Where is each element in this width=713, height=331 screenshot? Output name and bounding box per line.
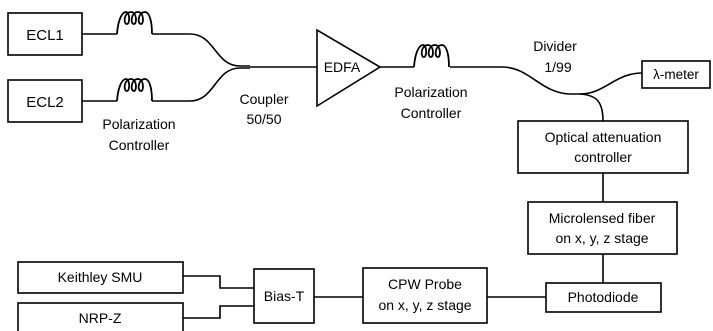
wire-biast-to-smu xyxy=(183,275,254,289)
wavemeter-box: λ-meter xyxy=(641,60,711,89)
keithley-smu-box: Keithley SMU xyxy=(17,261,184,294)
edfa-label: EDFA xyxy=(324,59,361,75)
ecl2-box: ECL2 xyxy=(7,79,83,123)
fiber-coil3-to-divider xyxy=(450,66,580,95)
ecl1-box: ECL1 xyxy=(7,12,83,56)
polarization-controller-2-label-line1: Polarization xyxy=(394,84,467,100)
fiber-divider-to-wavemeter xyxy=(579,72,643,95)
ecl1-label: ECL1 xyxy=(26,27,64,44)
amplifier-triangle-icon: EDFA xyxy=(316,28,382,108)
bias-t-box: Bias-T xyxy=(253,268,315,324)
wavemeter-label: λ-meter xyxy=(653,67,699,82)
ecl2-label: ECL2 xyxy=(26,94,64,111)
cpw-probe-label-line2: on x, y, z stage xyxy=(378,297,471,313)
fiber-coil-icon xyxy=(116,78,153,102)
polarization-controller-1-label-line1: Polarization xyxy=(102,116,175,132)
cpw-probe-box: CPW Probe on x, y, z stage xyxy=(362,267,488,324)
attenuator-label-line2: controller xyxy=(574,149,632,165)
nrp-z-label: NRP-Z xyxy=(79,310,122,326)
coupler-label-line1: Coupler xyxy=(239,91,288,107)
polarization-controller-1-label-line2: Controller xyxy=(109,137,170,153)
polarization-controller-2-label-line2: Controller xyxy=(401,105,462,121)
divider-label-line1: Divider xyxy=(533,38,577,54)
optical-fiber-paths xyxy=(82,33,643,283)
attenuator-box: Optical attenuation controller xyxy=(517,120,689,174)
bias-t-label: Bias-T xyxy=(264,288,305,304)
coupler-label-line2: 50/50 xyxy=(246,111,281,127)
photodiode-box: Photodiode xyxy=(545,282,662,313)
microlensed-fiber-label-line2: on x, y, z stage xyxy=(555,230,648,246)
electrical-paths xyxy=(183,275,546,319)
cpw-probe-label-line1: CPW Probe xyxy=(388,276,462,292)
microlensed-fiber-label-line1: Microlensed fiber xyxy=(549,210,656,226)
fiber-coil-icon xyxy=(116,11,153,35)
microlensed-fiber-box: Microlensed fiber on x, y, z stage xyxy=(527,201,678,255)
fiber-coil1-to-coupler xyxy=(152,33,250,67)
attenuator-label-line1: Optical attenuation xyxy=(545,129,662,145)
fiber-coil2-to-coupler xyxy=(152,67,250,102)
nrp-z-box: NRP-Z xyxy=(17,302,184,331)
fiber-coil-icon xyxy=(413,44,450,68)
keithley-smu-label: Keithley SMU xyxy=(58,269,143,285)
divider-label-line2: 1/99 xyxy=(544,59,571,75)
fiber-divider-to-attenuator xyxy=(579,93,604,122)
wire-biast-to-nrpz xyxy=(183,305,254,319)
photodiode-label: Photodiode xyxy=(568,289,639,305)
